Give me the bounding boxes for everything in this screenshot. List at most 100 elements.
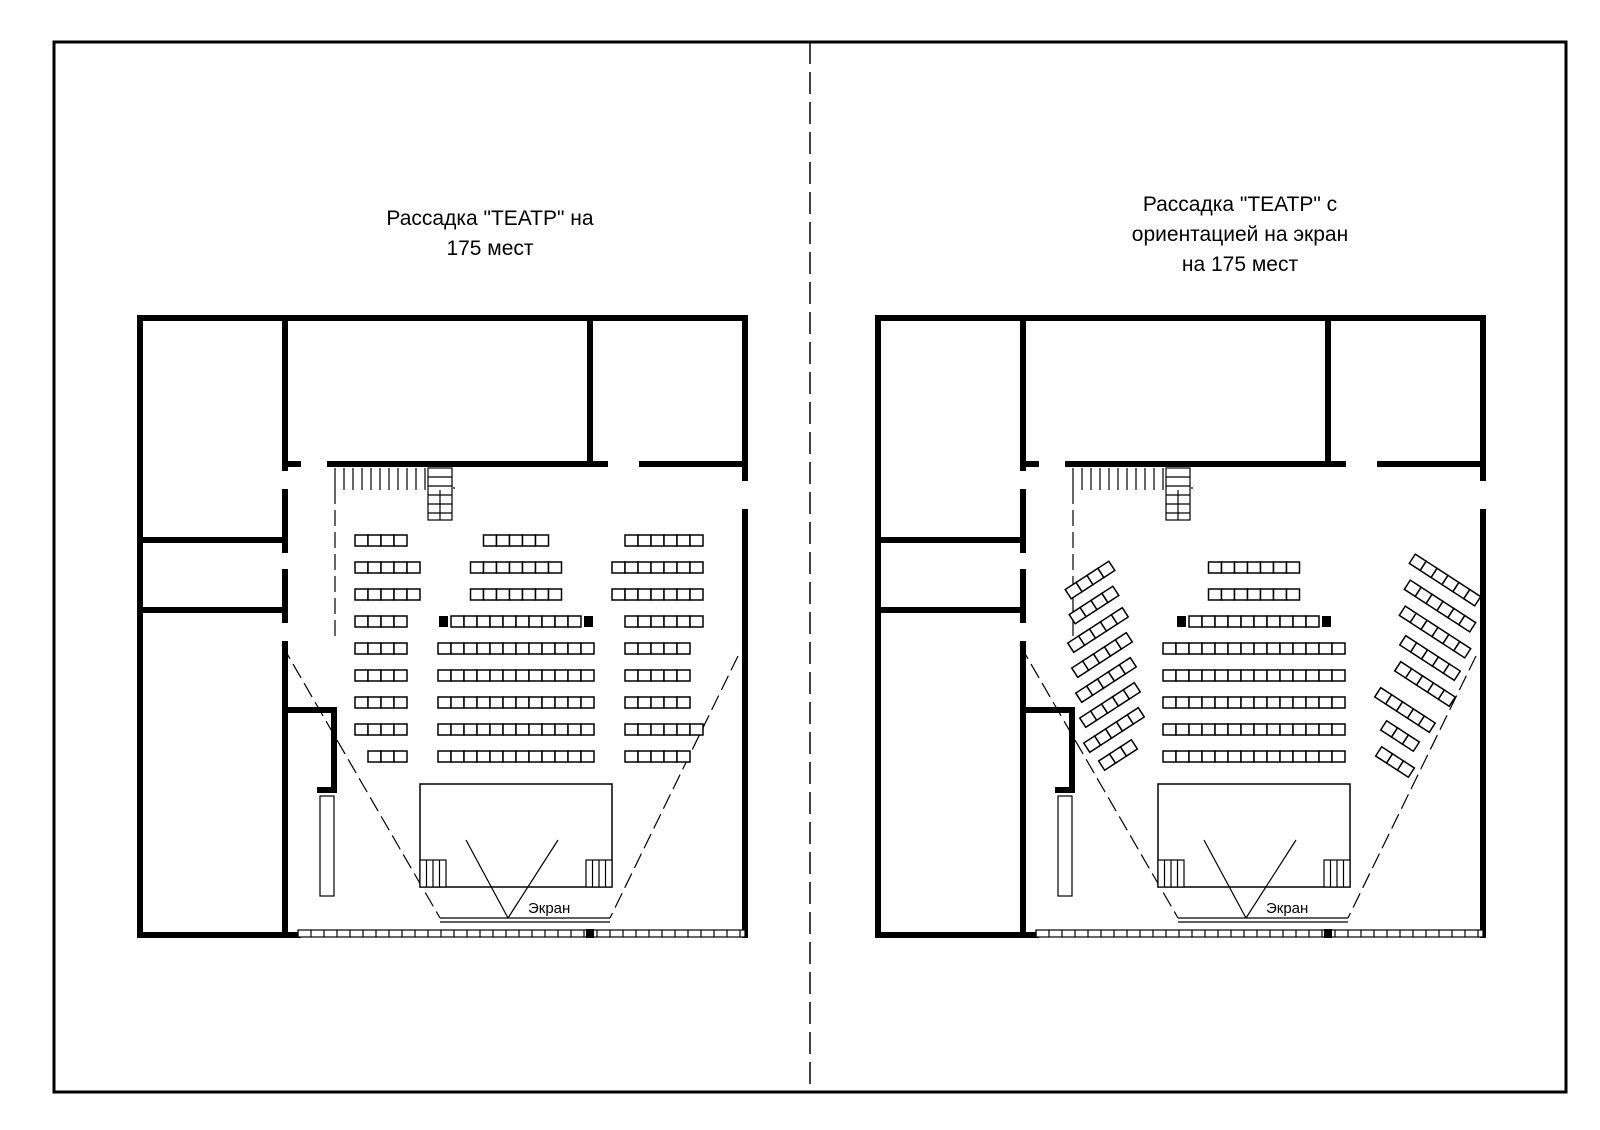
seat	[567, 669, 582, 682]
seat	[502, 669, 517, 682]
seat	[1201, 696, 1216, 709]
seat	[437, 750, 452, 763]
seat	[541, 750, 556, 763]
seat	[541, 642, 556, 655]
seat	[1227, 750, 1242, 763]
seat	[1292, 696, 1307, 709]
seat-row-angled	[1070, 631, 1134, 679]
seat	[663, 642, 678, 655]
column	[319, 795, 335, 897]
seat	[1331, 723, 1346, 736]
seat	[611, 561, 626, 574]
seat	[580, 723, 595, 736]
seat	[547, 561, 563, 574]
seat	[1201, 615, 1216, 628]
seat	[689, 561, 704, 574]
seat	[1246, 588, 1262, 601]
seat	[1305, 642, 1320, 655]
seat	[676, 750, 691, 763]
seat	[1201, 669, 1216, 682]
seat	[463, 615, 478, 628]
seat	[611, 588, 626, 601]
seat	[624, 642, 639, 655]
seat	[689, 723, 704, 736]
seat	[624, 723, 639, 736]
seat	[663, 588, 678, 601]
seat	[528, 642, 543, 655]
seat	[624, 696, 639, 709]
seat	[367, 561, 382, 574]
seat	[495, 588, 511, 601]
projection-line	[465, 839, 509, 919]
seat	[1331, 750, 1346, 763]
seat	[663, 669, 678, 682]
seat	[393, 588, 408, 601]
column	[1057, 795, 1073, 897]
seat	[515, 669, 530, 682]
seat	[676, 669, 691, 682]
seat	[541, 615, 556, 628]
seat-row-angled	[1393, 660, 1457, 708]
seat	[567, 696, 582, 709]
seat	[502, 723, 517, 736]
seat	[463, 696, 478, 709]
seat	[534, 561, 550, 574]
seat	[1240, 723, 1255, 736]
seat-row-angled	[1064, 560, 1116, 600]
seat	[1259, 561, 1275, 574]
wall-block	[584, 616, 593, 627]
seat-row-angled	[1068, 585, 1120, 625]
sightline-right	[1347, 655, 1477, 919]
seat	[406, 588, 421, 601]
seat	[1220, 561, 1236, 574]
seat	[367, 642, 382, 655]
seat	[393, 561, 408, 574]
seat	[1279, 750, 1294, 763]
plan-left: Экран	[137, 315, 748, 938]
seat	[1175, 669, 1190, 682]
seat	[1452, 640, 1472, 659]
seat	[1253, 750, 1268, 763]
seat	[650, 588, 665, 601]
seat	[1253, 723, 1268, 736]
seat	[1240, 750, 1255, 763]
seat	[676, 723, 691, 736]
seat-row-angled	[1078, 681, 1142, 729]
seat	[663, 696, 678, 709]
seat	[380, 669, 395, 682]
seat	[528, 669, 543, 682]
seat	[1188, 723, 1203, 736]
seat	[1188, 669, 1203, 682]
seat	[354, 642, 369, 655]
seat	[1100, 585, 1120, 604]
seat	[650, 669, 665, 682]
seat	[1272, 561, 1288, 574]
seat	[689, 534, 704, 547]
seat	[502, 696, 517, 709]
seat	[450, 696, 465, 709]
seat	[1119, 738, 1139, 758]
window-strip	[297, 929, 746, 938]
seat	[554, 615, 569, 628]
projection-line	[1245, 839, 1297, 919]
seat	[1201, 723, 1216, 736]
seat	[1214, 723, 1229, 736]
staircase	[1071, 467, 1191, 521]
seat	[554, 723, 569, 736]
seat	[463, 750, 478, 763]
seat	[637, 696, 652, 709]
seat	[1227, 615, 1242, 628]
seat	[367, 696, 382, 709]
seat	[676, 615, 691, 628]
seat	[437, 696, 452, 709]
seat	[1442, 662, 1462, 682]
seat	[1266, 696, 1281, 709]
seat	[393, 750, 408, 763]
seat	[534, 534, 550, 547]
seat	[1207, 588, 1223, 601]
seat	[663, 534, 678, 547]
seat	[1122, 681, 1142, 701]
seat	[676, 588, 691, 601]
seat	[624, 588, 639, 601]
seat	[676, 534, 691, 547]
